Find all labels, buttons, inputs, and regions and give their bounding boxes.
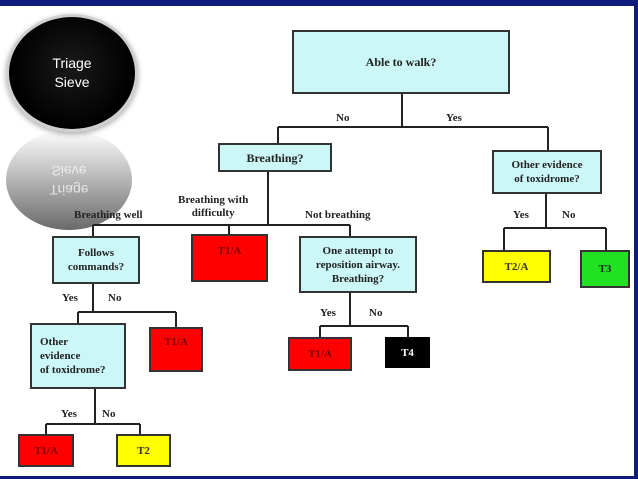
node-breathing: Breathing? xyxy=(218,143,332,172)
node-t1a-follows-no: T1/A xyxy=(149,327,203,372)
label-tox-left-yes: Yes xyxy=(61,408,77,420)
label-breathing-well: Breathing well xyxy=(74,209,143,221)
label-walk-no: No xyxy=(336,112,350,124)
label-tox-left-no: No xyxy=(102,408,116,420)
title-badge-text: Triage Sieve xyxy=(52,55,92,90)
bottom-frame-bar xyxy=(0,476,638,479)
node-t4: T4 xyxy=(385,337,430,368)
right-frame-bar xyxy=(634,0,638,479)
node-t1a-tox-yes: T1/A xyxy=(18,434,74,467)
node-toxidrome-top: Other evidence of toxidrome? xyxy=(492,150,602,194)
node-toxidrome-left: Other evidence of toxidrome? xyxy=(30,323,126,389)
node-able-to-walk: Able to walk? xyxy=(292,30,510,94)
label-follows-no: No xyxy=(108,292,122,304)
label-tox-top-yes: Yes xyxy=(513,209,529,221)
node-t3: T3 xyxy=(580,250,630,288)
label-reposition-yes: Yes xyxy=(320,307,336,319)
label-walk-yes: Yes xyxy=(446,112,462,124)
node-t2a: T2/A xyxy=(482,250,551,283)
label-reposition-no: No xyxy=(369,307,383,319)
label-follows-yes: Yes xyxy=(62,292,78,304)
top-frame-bar xyxy=(0,0,638,6)
node-follows-commands: Follows commands? xyxy=(52,236,140,284)
node-t1a-reposition-yes: T1/A xyxy=(288,337,352,371)
node-t2: T2 xyxy=(116,434,171,467)
label-not-breathing: Not breathing xyxy=(305,209,371,221)
label-breathing-difficulty: Breathing with difficulty xyxy=(178,194,249,219)
title-badge: Triage Sieve xyxy=(6,14,138,132)
node-t1a-difficulty: T1/A xyxy=(191,234,268,282)
node-reposition-airway: One attempt to reposition airway. Breath… xyxy=(299,236,417,293)
label-tox-top-no: No xyxy=(562,209,576,221)
